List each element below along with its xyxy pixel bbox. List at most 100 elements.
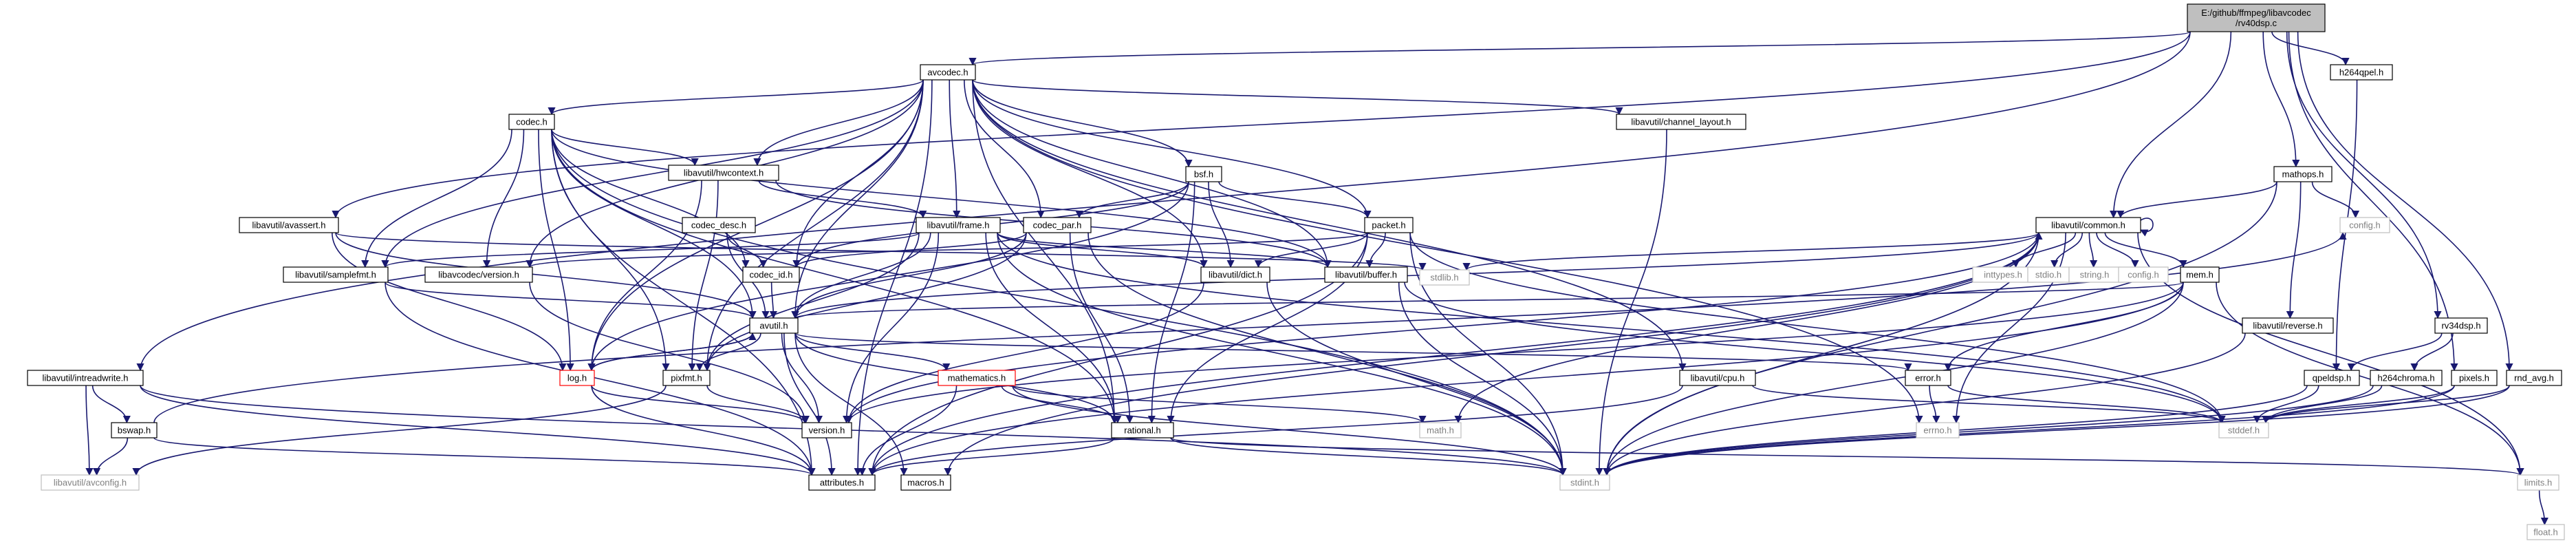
node-error-h[interactable]: error.h [1905, 370, 1951, 386]
edge-codec_id-to-avutil_h [769, 282, 777, 319]
node-lu-samplefmt[interactable]: libavutil/samplefmt.h [283, 266, 389, 283]
edge-mathematics_h-to-stdint_h [1012, 385, 1567, 476]
node-inttypes-h[interactable]: inttypes.h [1972, 266, 2034, 283]
node-label: h264qpel.h [2339, 67, 2383, 78]
node-box [2118, 266, 2169, 283]
node-log-h[interactable]: log.h [559, 370, 595, 386]
node-version-h[interactable]: version.h [801, 422, 852, 438]
edge-lu_avassert-to-avutil_h [335, 232, 757, 319]
node-box [900, 474, 951, 491]
node-label: config.h [2349, 220, 2381, 231]
node-pixels-h[interactable]: pixels.h [2451, 370, 2498, 386]
node-box [662, 370, 711, 386]
node-codec-id[interactable]: codec_id.h [742, 266, 800, 283]
node-float-h[interactable]: float.h [2526, 524, 2565, 540]
node-lu-dict[interactable]: libavutil/dict.h [1200, 266, 1270, 283]
node-math-h[interactable]: math.h [1419, 422, 1462, 438]
node-string-h[interactable]: string.h [2068, 266, 2121, 283]
node-codec-desc[interactable]: codec_desc.h [682, 217, 756, 233]
node-bswap-h[interactable]: bswap.h [111, 422, 158, 438]
node-label: stdlib.h [1430, 273, 1458, 283]
node-label: stdio.h [2035, 270, 2061, 280]
edge-log_h-to-attributes_h [591, 385, 816, 476]
node-lu-common[interactable]: libavutil/common.h [2035, 217, 2141, 233]
node-box [508, 114, 555, 130]
node-root[interactable]: E:/github/ffmpeg/libavcodec/rv40dsp.c [2187, 3, 2326, 32]
edge-avcodec_h-to-pixfmt_h [703, 79, 924, 372]
edge-pixels_h-to-stdint_h [1603, 385, 2455, 476]
edge-avutil_h-to-macros_h [794, 332, 908, 476]
node-mem-h[interactable]: mem.h [2180, 266, 2220, 283]
edge-lu_buffer-to-stdint_h [1398, 282, 1567, 476]
edge-avcodec_h-to-attributes_h [854, 79, 933, 476]
node-label: libavcodec/version.h [438, 270, 519, 280]
edge-codec_h-to-stdint_h [551, 129, 1567, 476]
edge-avcodec_h-to-log_h [587, 79, 924, 372]
node-h264chroma-h[interactable]: h264chroma.h [2370, 370, 2443, 386]
node-lu-hwcontext[interactable]: libavutil/hwcontext.h [668, 165, 779, 181]
node-lu-frame[interactable]: libavutil/frame.h [916, 217, 1001, 233]
node-mathematics-h[interactable]: mathematics.h [938, 370, 1016, 386]
edge-lu_frame-to-lu_dict [997, 232, 1208, 268]
edge-bswap_h-to-lu_avconfig [93, 437, 129, 476]
node-lu-avconfig[interactable]: libavutil/avconfig.h [41, 474, 140, 491]
node-label: string.h [2080, 270, 2110, 280]
node-box [1185, 166, 1222, 182]
node-box [916, 217, 1001, 233]
node-box [239, 217, 339, 233]
node-h264qpel-h[interactable]: h264qpel.h [2330, 64, 2393, 81]
edge-codec_h-to-lc_version [482, 129, 525, 268]
node-qpeldsp-h[interactable]: qpeldsp.h [2304, 370, 2360, 386]
node-codec-h[interactable]: codec.h [508, 114, 555, 130]
node-avcodec-h[interactable]: avcodec.h [920, 64, 976, 81]
edge-codec_h-to-codec_id [551, 129, 750, 268]
edge-root-to-lu_avassert [332, 31, 2191, 219]
node-label: mathematics.h [948, 373, 1006, 383]
node-rv34dsp-h[interactable]: rv34dsp.h [2434, 317, 2488, 334]
node-mathops-h[interactable]: mathops.h [2273, 166, 2333, 182]
node-pixfmt-h[interactable]: pixfmt.h [662, 370, 711, 386]
node-lu-channel-layout[interactable]: libavutil/channel_layout.h [1616, 114, 1746, 130]
node-box [2339, 217, 2390, 233]
node-box [2370, 370, 2443, 386]
node-box [1559, 474, 1610, 491]
edge-lu_frame-to-lu_buffer [997, 232, 1332, 268]
node-macros-h[interactable]: macros.h [900, 474, 951, 491]
node-stdio-h[interactable]: stdio.h [2027, 266, 2070, 283]
node-lu-cpu[interactable]: libavutil/cpu.h [1679, 370, 1756, 386]
node-avutil-h[interactable]: avutil.h [749, 317, 799, 334]
node-box [1916, 422, 1960, 438]
node-lu-intreadwrite[interactable]: libavutil/intreadwrite.h [27, 370, 144, 386]
node-label: avcodec.h [927, 67, 968, 78]
edge-packet_h-to-lc_version [526, 232, 1368, 268]
edge-bsf_h-to-log_h [587, 181, 1189, 372]
edge-mem_h-to-version_h [845, 282, 2184, 424]
node-stdlib-h[interactable]: stdlib.h [1419, 269, 1470, 286]
node-attributes-h[interactable]: attributes.h [808, 474, 876, 491]
node-errno-h[interactable]: errno.h [1916, 422, 1960, 438]
node-stdint-h[interactable]: stdint.h [1559, 474, 1610, 491]
edge-log_h-to-avutil_h [591, 332, 757, 371]
node-config-h2[interactable]: config.h [2118, 266, 2169, 283]
node-label: libavutil/cpu.h [1691, 373, 1745, 383]
node-stddef-h[interactable]: stddef.h [2218, 422, 2269, 438]
node-lu-reverse[interactable]: libavutil/reverse.h [2242, 317, 2334, 334]
edge-root-to-pixels_h [2288, 31, 2458, 372]
edge-lu_common-to-stdlib_h [1462, 232, 2039, 271]
node-bsf-h[interactable]: bsf.h [1185, 166, 1222, 182]
node-limits-h[interactable]: limits.h [2517, 474, 2559, 491]
node-rational-h[interactable]: rational.h [1111, 422, 1174, 438]
node-lu-avassert[interactable]: libavutil/avassert.h [239, 217, 339, 233]
node-box [668, 165, 779, 181]
node-lu-buffer[interactable]: libavutil/buffer.h [1324, 266, 1408, 283]
node-lc-version[interactable]: libavcodec/version.h [424, 266, 533, 283]
node-packet-h[interactable]: packet.h [1364, 217, 1414, 233]
node-label: math.h [1427, 425, 1454, 436]
node-codec-par[interactable]: codec_par.h [1023, 217, 1092, 233]
node-config-h[interactable]: config.h [2339, 217, 2390, 233]
node-label: mem.h [2186, 270, 2214, 280]
node-box [41, 474, 140, 491]
edge-packet_h-to-lu_dict [1254, 232, 1368, 268]
node-rnd-avg-h[interactable]: rnd_avg.h [2506, 370, 2562, 386]
